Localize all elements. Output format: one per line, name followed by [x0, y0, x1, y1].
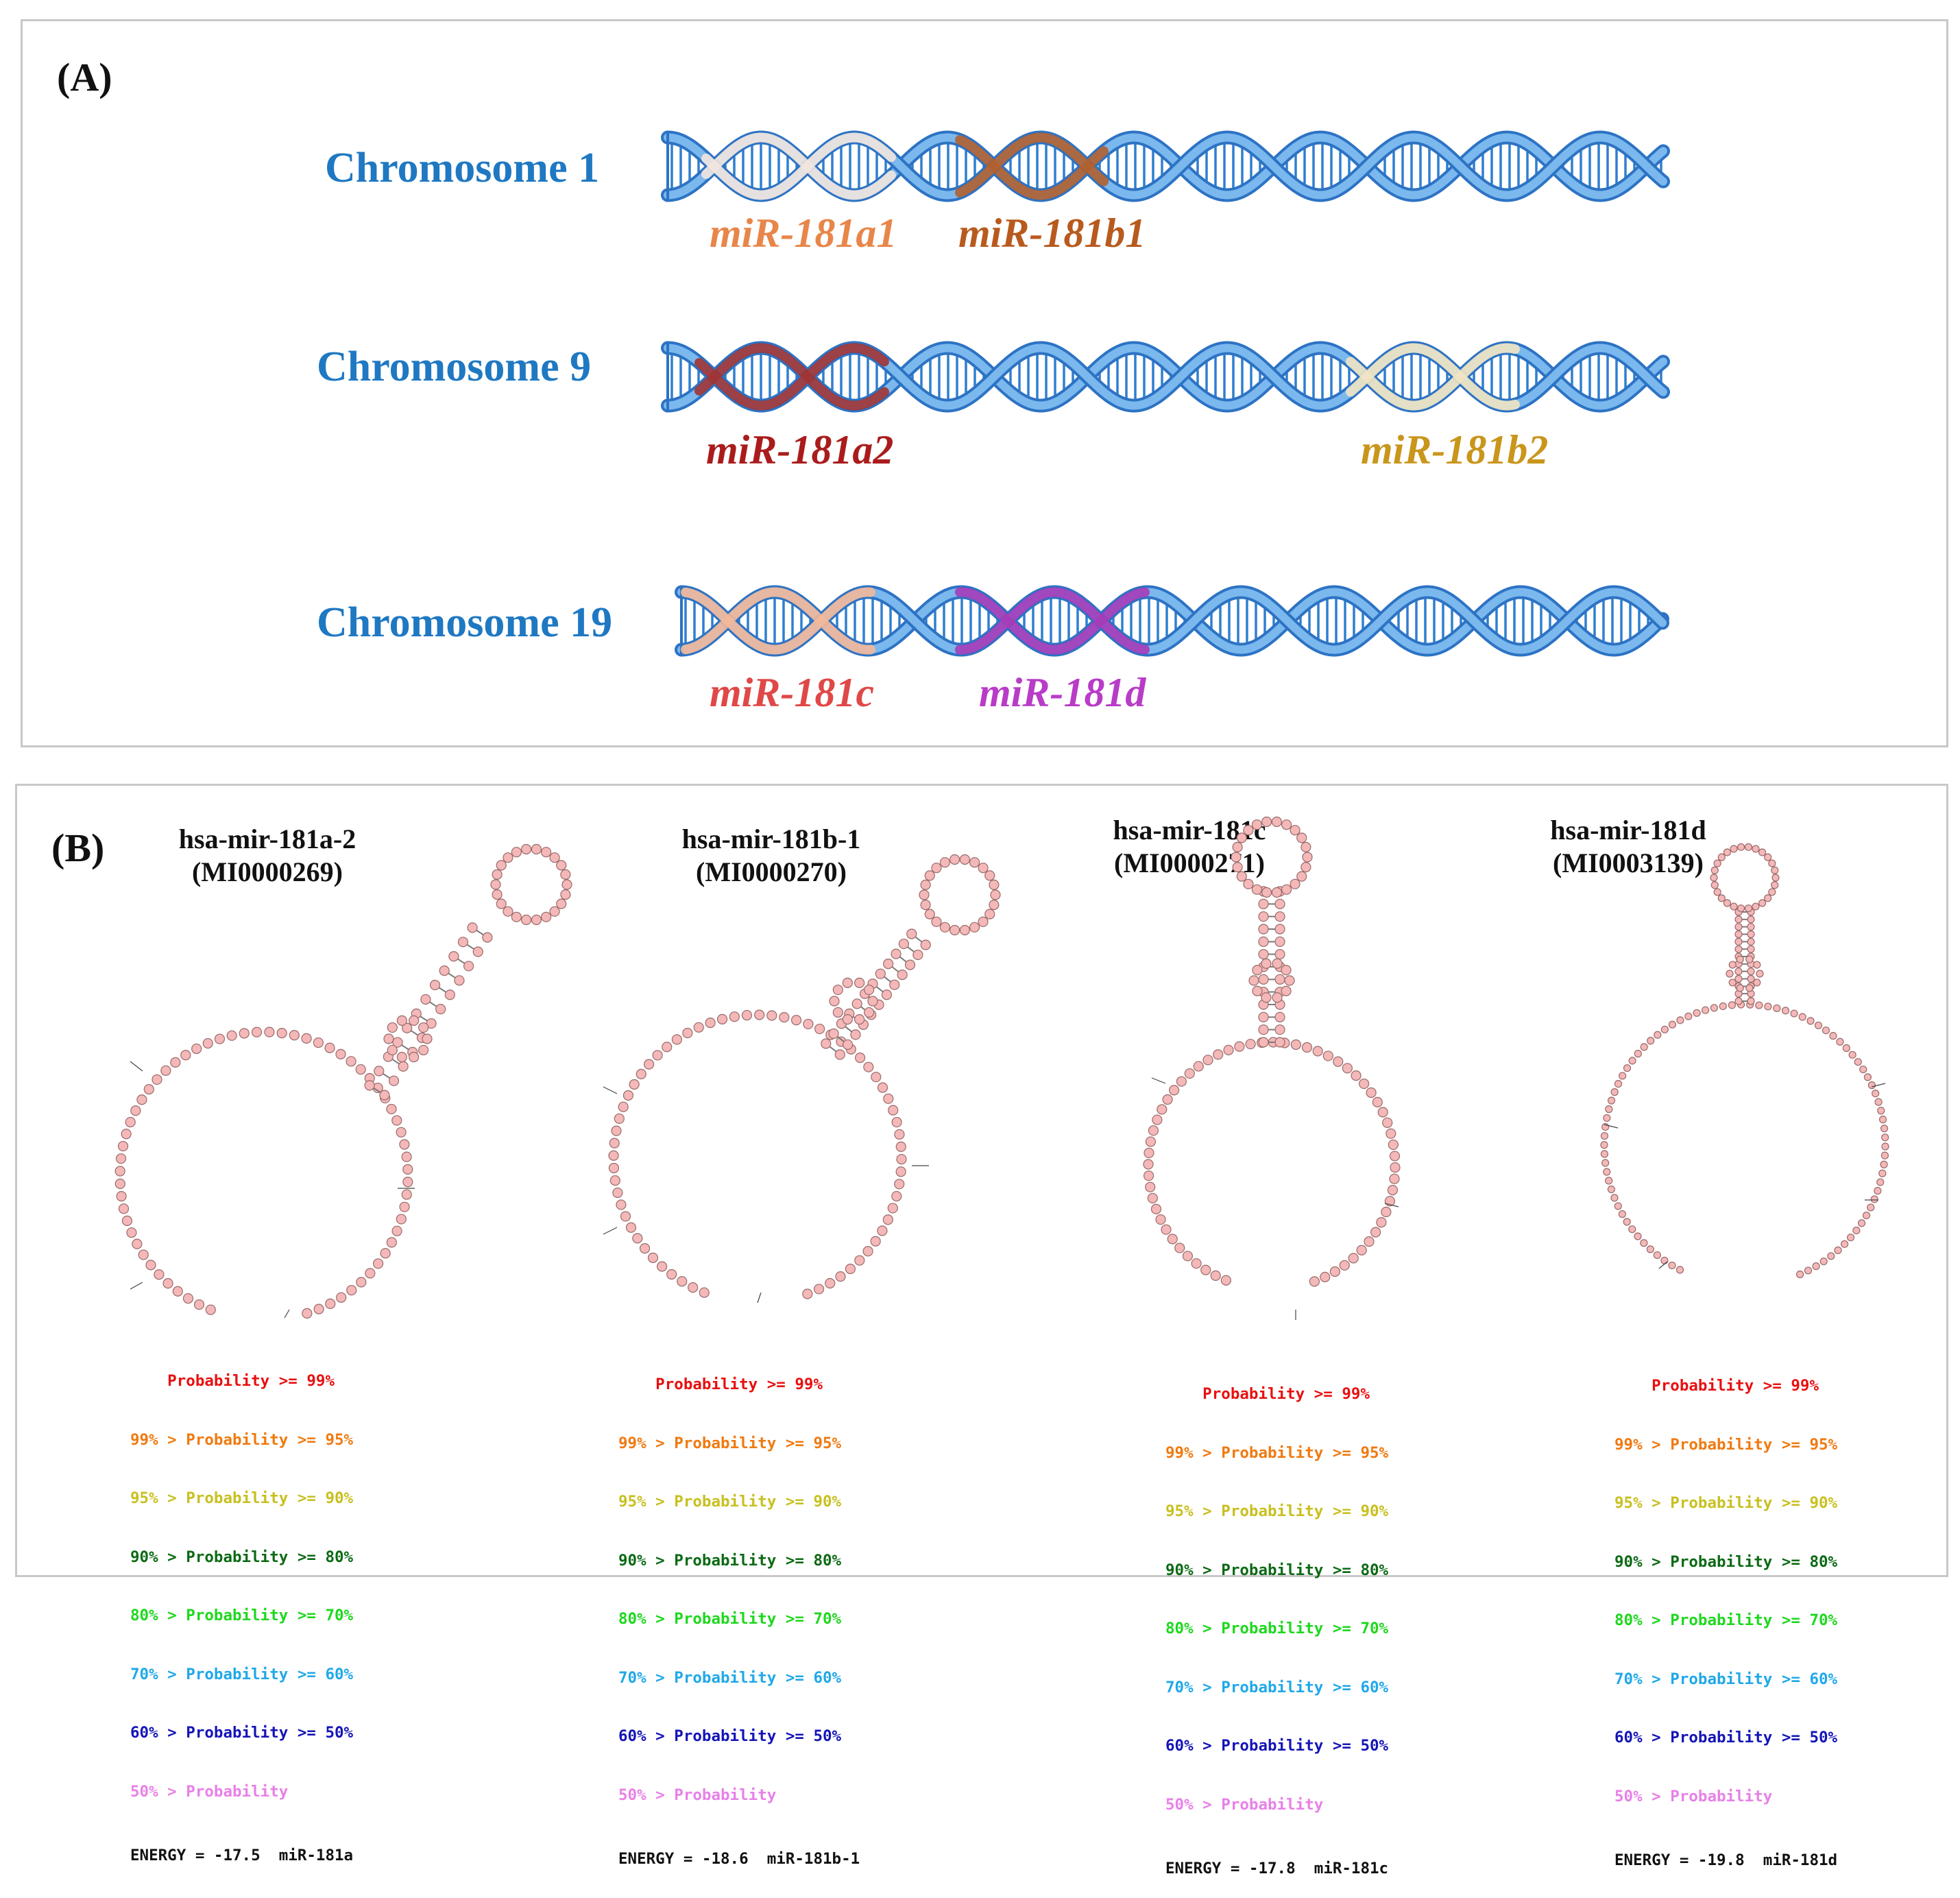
legend-4-row-4: 90% > Probability >= 80%: [1614, 1552, 1838, 1571]
legend-4-row-1: Probability >= 99%: [1614, 1377, 1819, 1395]
legend-2-row-3: 95% > Probability >= 90%: [618, 1493, 842, 1511]
legend-1-row-2: 99% > Probability >= 95%: [130, 1430, 354, 1449]
legend-3-row-4: 90% > Probability >= 80%: [1165, 1561, 1389, 1579]
structure-2-energy: ENERGY = -18.6 miR-181b-1: [618, 1850, 860, 1868]
panel-b: (B): [15, 784, 1948, 1577]
chromosome-1-label: Chromosome 1: [325, 145, 600, 191]
structure-4-title: hsa-mir-181d (MI0003139): [1498, 814, 1758, 880]
chromosome-1-dna: [661, 130, 1670, 202]
legend-3-row-2: 99% > Probability >= 95%: [1165, 1443, 1389, 1462]
chromosome-9-label: Chromosome 9: [317, 344, 592, 390]
structure-4-energy: ENERGY = -19.8 miR-181d: [1614, 1851, 1838, 1869]
mir-181b2-label: miR-181b2: [1361, 427, 1549, 472]
chromosome-19-dna: [675, 585, 1669, 657]
structure-1-name: hsa-mir-181a-2: [178, 824, 356, 854]
legend-2-row-7: 60% > Probability >= 50%: [618, 1727, 842, 1745]
legend-3-row-8: 50% > Probability: [1165, 1795, 1324, 1814]
mir-181a2-label: miR-181a2: [706, 427, 894, 472]
structure-4-rna-fold: [1600, 843, 1889, 1279]
legend-4-row-8: 50% > Probability: [1614, 1787, 1773, 1805]
structure-1-legend: Probability >= 99% 99% > Probability >= …: [130, 1332, 353, 1885]
legend-4-row-2: 99% > Probability >= 95%: [1614, 1435, 1838, 1454]
panel-b-label: (B): [51, 826, 105, 870]
legend-2-row-2: 99% > Probability >= 95%: [618, 1434, 842, 1452]
mir-181b1-label: miR-181b1: [958, 211, 1146, 256]
structure-2-legend: Probability >= 99% 99% > Probability >= …: [618, 1336, 860, 1888]
legend-2-row-5: 80% > Probability >= 70%: [618, 1610, 842, 1628]
legend-4-row-3: 95% > Probability >= 90%: [1614, 1494, 1838, 1512]
structure-4-accession: (MI0003139): [1553, 848, 1704, 878]
chromosome-19-label: Chromosome 19: [317, 599, 613, 646]
structure-1-title: hsa-mir-181a-2 (MI0000269): [137, 823, 398, 889]
legend-2-row-8: 50% > Probability: [618, 1786, 777, 1804]
legend-3-row-1: Probability >= 99%: [1165, 1385, 1370, 1403]
legend-1-row-6: 70% > Probability >= 60%: [130, 1665, 354, 1683]
legend-3-row-7: 60% > Probability >= 50%: [1165, 1737, 1389, 1755]
legend-1-row-7: 60% > Probability >= 50%: [130, 1724, 354, 1742]
mir-181d-label: miR-181d: [979, 670, 1146, 715]
structure-3-rna-fold: [1143, 816, 1401, 1320]
structure-2-name: hsa-mir-181b-1: [681, 824, 861, 854]
structure-4-legend: Probability >= 99% 99% > Probability >= …: [1614, 1337, 1837, 1890]
structure-1-energy: ENERGY = -17.5 miR-181a: [130, 1847, 354, 1864]
legend-4-row-6: 70% > Probability >= 60%: [1614, 1670, 1838, 1688]
structure-2-accession: (MI0000270): [696, 856, 847, 887]
legend-2-row-4: 90% > Probability >= 80%: [618, 1551, 842, 1570]
legend-2-row-1: Probability >= 99%: [618, 1376, 823, 1393]
structure-1-accession: (MI0000269): [192, 856, 343, 887]
legend-1-row-5: 80% > Probability >= 70%: [130, 1607, 354, 1624]
structure-2-rna-fold: [603, 854, 1001, 1304]
legend-3-row-3: 95% > Probability >= 90%: [1165, 1502, 1389, 1520]
legend-3-row-5: 80% > Probability >= 70%: [1165, 1620, 1389, 1637]
legend-1-row-8: 50% > Probability: [130, 1782, 289, 1801]
structure-3-energy: ENERGY = -17.8 miR-181c: [1165, 1860, 1389, 1877]
structure-1-rna-fold: [114, 843, 572, 1319]
mir-181c-label: miR-181c: [710, 670, 874, 715]
legend-4-row-7: 60% > Probability >= 50%: [1614, 1729, 1838, 1746]
legend-1-row-1: Probability >= 99%: [130, 1372, 335, 1390]
structure-2-title: hsa-mir-181b-1 (MI0000270): [641, 823, 902, 889]
legend-1-row-4: 90% > Probability >= 80%: [130, 1548, 354, 1566]
panel-a-label: (A): [57, 55, 112, 99]
mir-181a1-label: miR-181a1: [710, 211, 897, 256]
legend-2-row-6: 70% > Probability >= 60%: [618, 1668, 842, 1687]
chromosome-9-dna: [661, 341, 1670, 413]
structure-3-legend: Probability >= 99% 99% > Probability >= …: [1165, 1345, 1388, 1898]
legend-1-row-3: 95% > Probability >= 90%: [130, 1489, 354, 1507]
legend-4-row-5: 80% > Probability >= 70%: [1614, 1611, 1838, 1629]
legend-3-row-6: 70% > Probability >= 60%: [1165, 1678, 1389, 1696]
structure-4-name: hsa-mir-181d: [1550, 815, 1706, 845]
